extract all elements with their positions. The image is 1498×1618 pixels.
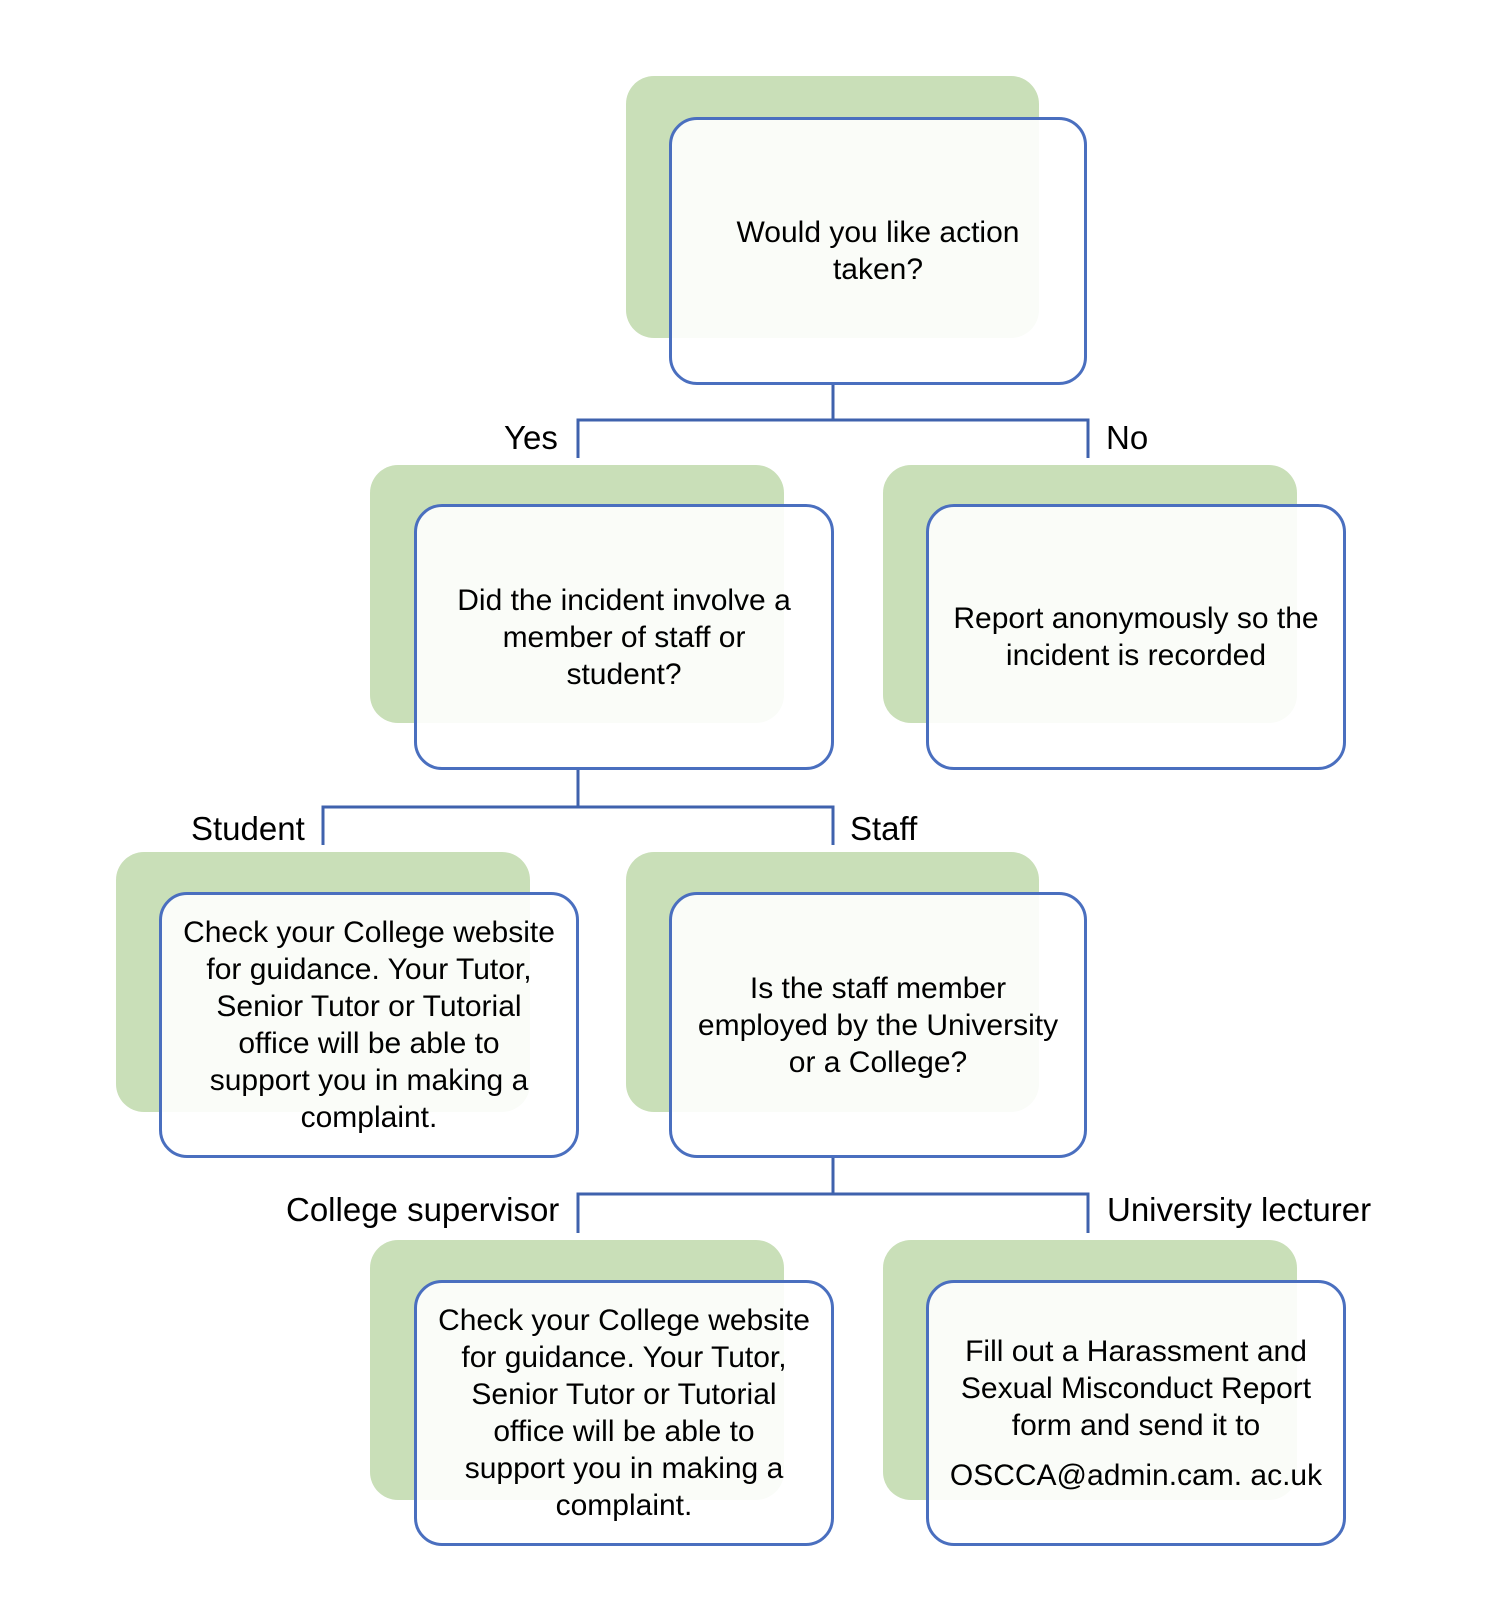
- outcome-box: Report anonymously so the incident is re…: [926, 504, 1346, 770]
- outcome-student-guidance: Check your College website for guidance.…: [183, 916, 555, 1134]
- connector-employed-to-branches: [576, 1158, 1090, 1233]
- outcome-college-guidance: Check your College website for guidance.…: [438, 1304, 810, 1522]
- outcome-university-report: Fill out a Harassment and Sexual Miscond…: [960, 1334, 1312, 1442]
- label-staff: Staff: [850, 810, 918, 847]
- outcome-report-anonymously: Report anonymously so the incident is re…: [953, 602, 1319, 672]
- decision-box: Did the incident involve a member of sta…: [414, 504, 834, 770]
- label-yes: Yes: [504, 419, 558, 456]
- decision-box: Would you like action taken?: [669, 117, 1087, 385]
- label-college-supervisor: College supervisor: [286, 1191, 560, 1228]
- question-staff-employed: Is the staff member employed by the Univ…: [697, 971, 1059, 1079]
- outcome-university-email: OSCCA@admin.cam. ac.uk: [949, 1458, 1323, 1492]
- outcome-box: Check your College website for guidance.…: [414, 1280, 834, 1546]
- outcome-box: Check your College website for guidance.…: [159, 892, 579, 1158]
- question-did-incident-involve: Did the incident involve a member of sta…: [457, 583, 791, 691]
- label-university-lecturer: University lecturer: [1107, 1191, 1372, 1228]
- decision-box: Is the staff member employed by the Univ…: [669, 892, 1087, 1158]
- outcome-box: Fill out a Harassment and Sexual Miscond…: [926, 1280, 1346, 1546]
- connector-action-to-branches: [576, 385, 1090, 458]
- label-student: Student: [191, 810, 305, 847]
- label-no: No: [1106, 419, 1149, 456]
- question-would-you-like-action: Would you like action taken?: [736, 216, 1020, 286]
- connector-involve-to-branches: [321, 770, 835, 845]
